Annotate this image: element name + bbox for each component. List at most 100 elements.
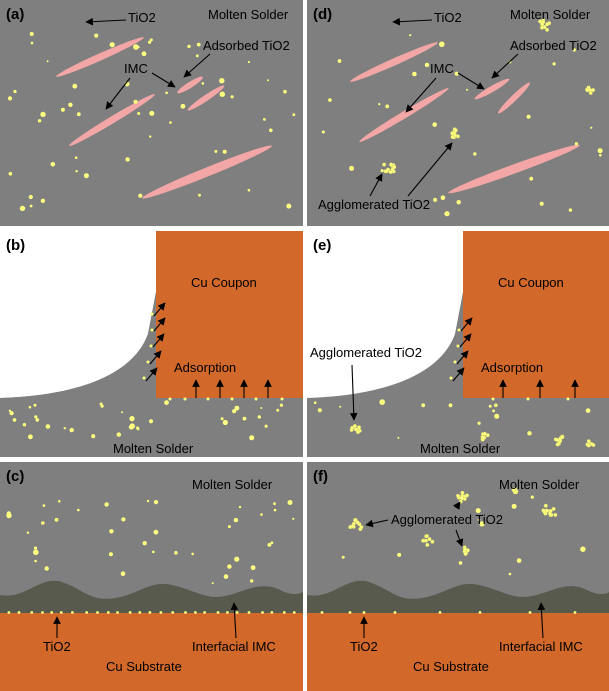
tio2-particle xyxy=(528,611,532,614)
agglomerated-particle xyxy=(555,442,560,447)
agglomerated-particle xyxy=(465,493,469,498)
tio2-particle xyxy=(180,103,186,109)
adsorption-arrow xyxy=(460,317,473,332)
tio2-particle xyxy=(201,82,205,85)
tio2-particle xyxy=(83,173,89,179)
interfacial-imc-arrow xyxy=(537,602,546,639)
tio2-particle xyxy=(211,582,214,585)
agglomerated-clusters xyxy=(348,487,558,556)
tio2-particle xyxy=(247,60,250,64)
adsorption-arrow xyxy=(145,367,158,382)
tio2-particle xyxy=(71,611,74,614)
tio2-particle xyxy=(530,495,534,499)
tio2-particle xyxy=(526,114,531,119)
tio2-particle xyxy=(13,89,17,94)
adsorbed-tio2-label: Adsorbed TiO2 xyxy=(510,38,597,53)
tio2-particle xyxy=(214,149,218,153)
tio2-particle xyxy=(599,153,602,157)
agglomerated-particle xyxy=(540,21,545,26)
tio2-particle xyxy=(85,611,89,614)
tio2-particle xyxy=(69,427,74,433)
tio2-particle xyxy=(380,169,384,173)
agglomerated-particle xyxy=(357,425,361,430)
tio2-particle xyxy=(226,611,229,614)
tio2-particle xyxy=(552,62,556,66)
tio2-particle xyxy=(566,397,570,401)
molten-solder-label: Molten Solder xyxy=(208,7,289,22)
cu-coupon-label: Cu Coupon xyxy=(191,275,257,290)
agglomerated-particle xyxy=(430,539,435,544)
tio2-particle xyxy=(74,156,78,159)
adsorption-arrow xyxy=(153,317,166,332)
tio2-particle xyxy=(203,611,207,614)
tio2-particle xyxy=(222,149,227,154)
tio2-particle xyxy=(337,59,342,63)
agglomerated-particle xyxy=(427,537,432,542)
tio2-particle xyxy=(22,423,27,427)
tio2-particle xyxy=(50,611,54,614)
tio2-particle xyxy=(232,409,237,414)
tio2-particle xyxy=(320,611,324,614)
tio2-particle xyxy=(585,408,591,413)
tio2-particle xyxy=(249,435,255,441)
tio2-particle xyxy=(424,62,430,68)
tio2-particle xyxy=(149,135,152,138)
tio2-particle xyxy=(233,517,239,523)
tio2-particle xyxy=(238,505,242,509)
tio2-particle xyxy=(339,405,342,408)
tio2-particle xyxy=(292,517,295,520)
tio2-particle xyxy=(234,556,240,562)
tio2-particle xyxy=(133,44,139,50)
tio2-particle xyxy=(30,611,34,614)
molten-solder-label: Molten Solder xyxy=(510,7,591,22)
tio2-particle xyxy=(397,436,400,439)
tio2-particle xyxy=(270,541,274,545)
agglomerated-particle xyxy=(586,439,591,444)
tio2-particle xyxy=(475,508,481,514)
tio2-particles xyxy=(6,499,296,614)
molten-solder-region xyxy=(307,398,609,457)
agglomerated-particle xyxy=(460,490,465,495)
tio2-particle xyxy=(580,546,586,552)
tio2-particle xyxy=(539,201,544,206)
imc-arrow xyxy=(151,72,176,88)
tio2-particle xyxy=(206,397,210,401)
agglomerated-particle xyxy=(585,88,590,93)
tio2-particle xyxy=(283,89,287,94)
tio2-particle xyxy=(412,71,417,77)
agglomerated-particle xyxy=(389,162,394,167)
tio2-particle xyxy=(409,34,412,37)
tio2-particle xyxy=(242,416,247,421)
tio2-particle xyxy=(216,611,220,614)
imc-needle xyxy=(359,88,449,142)
agglomerated-particle xyxy=(543,503,548,508)
panel-a: (a) Molten Solder TiO2 Adsorbed TiO2 IMC xyxy=(0,0,303,226)
tio2-particle xyxy=(247,188,251,192)
tio2-particle xyxy=(109,529,114,534)
tio2-particle xyxy=(120,571,126,576)
tio2-particle xyxy=(72,83,78,89)
tio2-particle xyxy=(128,424,134,430)
tio2-particle xyxy=(421,403,426,408)
tio2-particle xyxy=(196,42,201,47)
agglomerated-tio2-label: Agglomerated TiO2 xyxy=(318,197,430,212)
tio2-particle xyxy=(194,611,197,614)
imc-needles xyxy=(350,42,580,194)
tio2-particle xyxy=(33,549,39,556)
tio2-particle xyxy=(230,95,234,99)
adsorption-arrows xyxy=(145,302,272,398)
panel-label: (d) xyxy=(313,6,332,23)
agglomerated-particle xyxy=(463,551,468,556)
imc-arrow xyxy=(405,77,437,113)
tio2-particle xyxy=(220,417,224,421)
tio2-particle xyxy=(34,415,38,419)
imc-needle xyxy=(448,144,580,194)
imc-needle xyxy=(177,76,203,94)
tio2-particle xyxy=(7,96,13,101)
tio2-particle xyxy=(8,171,13,176)
tio2-particle xyxy=(273,508,277,512)
tio2-particle xyxy=(63,427,66,430)
tio2-particle xyxy=(270,611,274,614)
agglomerated-clusters xyxy=(349,424,596,448)
panel-label: (c) xyxy=(6,468,24,485)
